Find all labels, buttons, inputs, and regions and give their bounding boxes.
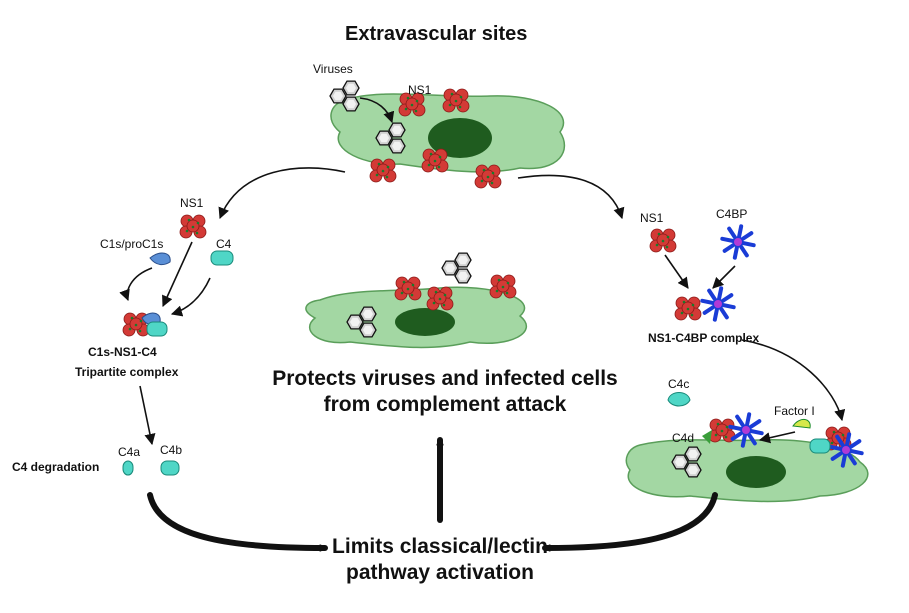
ns1-hexamer-icon [369,158,397,183]
arrow-factor-i [758,431,796,444]
c4-protein-icon [210,250,234,266]
virus-icon [346,306,377,338]
ns1-hexamer-icon [442,88,470,113]
bottom-caption-line-2: pathway activation [346,561,534,585]
label-c4a: C4a [118,445,141,459]
ns1-hexamer-icon [421,148,449,173]
arrow-c4bp-to-c4bp-complex [712,265,736,289]
ns1-hexamer-icon [474,164,502,189]
center-caption: Protects viruses and infected cells from… [270,366,620,419]
c4-protein-icon [146,321,168,337]
c4c-icon [667,392,691,407]
label-viruses: Viruses [313,62,353,76]
label-tripartite-1: C1s-NS1-C4 [88,345,157,359]
arrow-complex-to-degradation [139,385,156,446]
c4bp-icon [828,432,864,468]
label-c4d: C4d [672,431,695,445]
center-caption-line-1: Protects viruses and infected cells [272,367,618,390]
big-arrows [147,437,718,548]
factor-i-icon [792,419,811,429]
label-c4: C4 [216,237,232,251]
label-c4-degradation: C4 degradation [12,460,100,474]
c1s-icon [149,252,171,266]
arrows [119,97,846,446]
arrow-c4-to-complex [170,277,211,317]
label-c4c: C4c [668,377,690,391]
label-ns1-c4bp-complex: NS1-C4BP complex [648,331,760,345]
arrow-c1s-to-complex [119,267,153,302]
bottom-caption-line-1: Limits classical/lectin [332,535,548,558]
ns1-hexamer-icon [179,214,207,239]
nucleus [395,308,455,336]
c4bp-icon [720,224,756,260]
ns1-hexamer-icon [489,274,517,299]
arrow-ns1-to-complex [162,241,193,308]
label-c4bp: C4BP [716,207,748,221]
c4-protein-icon [122,460,134,476]
label-ns1-top: NS1 [408,83,432,97]
nucleus [726,456,786,488]
diagram-title: Extravascular sites [345,23,528,45]
center-caption-line-2: from complement attack [323,393,567,417]
label-ns1-left: NS1 [180,196,204,210]
ns1-hexamer-icon [394,276,422,301]
arrow-ns1-to-c4bp-complex [664,254,689,289]
label-factor-i: Factor I [774,404,815,418]
big-arrow-right [542,492,718,548]
virus-icon [329,80,360,112]
big-arrow-left [147,492,328,548]
arrow-top-to-left [218,167,346,220]
nucleus [428,118,492,158]
virus-icon [441,252,472,284]
c4bp-icon [700,286,736,322]
virus-icon [375,122,406,154]
label-ns1-right: NS1 [640,211,664,225]
virus-icon [671,446,702,478]
c4-protein-icon [809,438,831,454]
ns1-hexamer-icon [649,228,677,253]
c4d-icon [702,430,712,444]
ns1-hexamer-icon [426,286,454,311]
label-c4b: C4b [160,443,183,457]
arrow-virus-entry [359,97,395,124]
c4-protein-icon [160,460,180,476]
arrow-top-to-right [517,174,625,220]
ns1-hexamer-icon [398,92,426,117]
label-c1s: C1s/proC1s [100,237,164,251]
ns1-hexamer-icon [674,296,702,321]
label-tripartite-2: Tripartite complex [75,365,179,379]
bottom-caption: Limits classical/lectin pathway activati… [320,534,560,587]
arrow-complex-to-right-cell [741,339,846,422]
